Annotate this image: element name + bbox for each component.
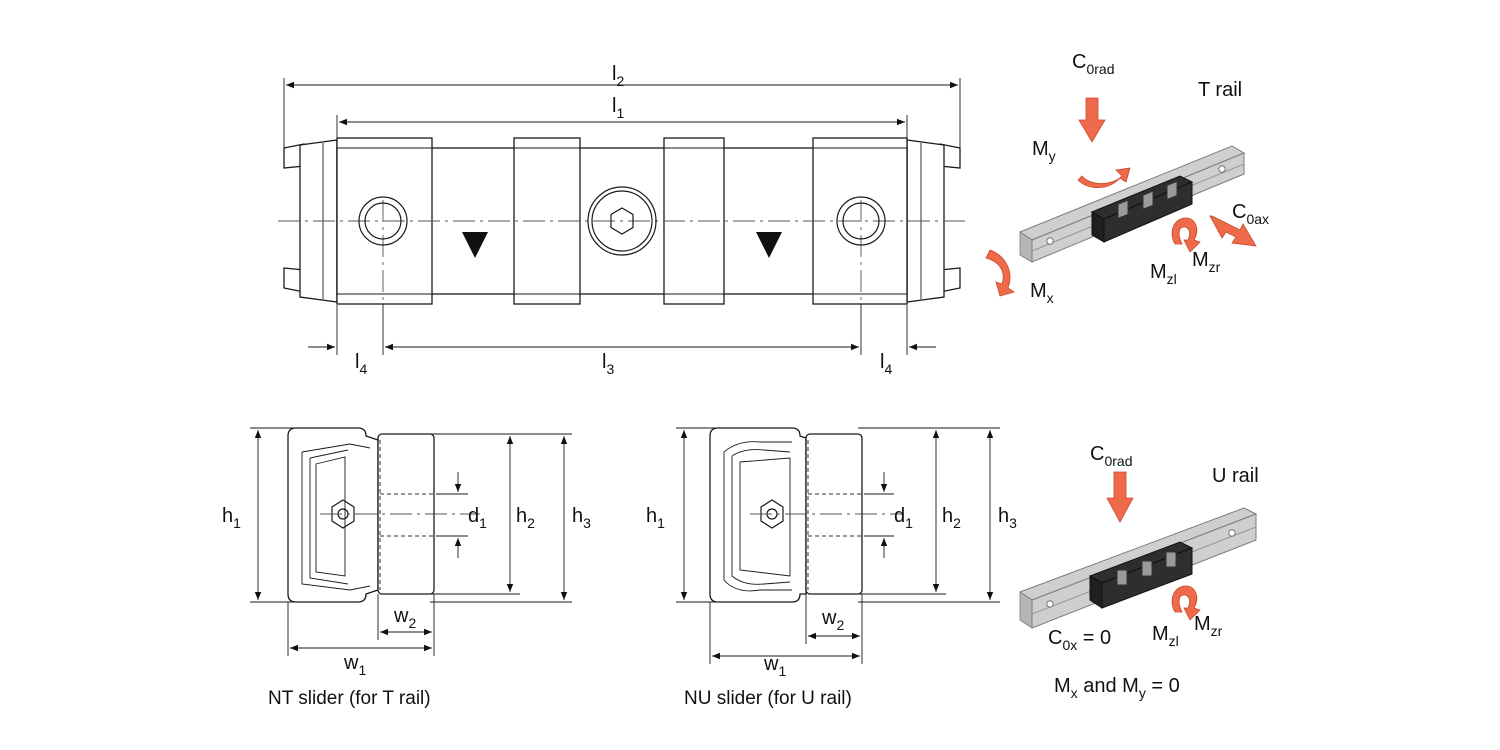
nu-h2-label: h2 xyxy=(942,505,961,531)
dim-l4-right-label: l4 xyxy=(880,351,892,377)
t-rail-load-diagram: C0rad T rail My C0ax Mx Mzl Mzr xyxy=(985,51,1269,306)
dim-l3-label: l3 xyxy=(602,351,614,377)
nt-h2-label: h2 xyxy=(516,505,535,531)
nu-w1-label: w1 xyxy=(763,653,786,679)
nt-w2-label: w2 xyxy=(393,605,416,631)
slider-top-view: l2 l1 l3 l4 l4 xyxy=(278,63,970,377)
u-mzr-label: Mzr xyxy=(1194,613,1223,639)
t-c0rad-label: C0rad xyxy=(1072,51,1114,77)
u-mzl-label: Mzl xyxy=(1152,623,1179,649)
nt-h3-label: h3 xyxy=(572,505,591,531)
u-c0rad-label: C0rad xyxy=(1090,443,1132,469)
t-rail-title: T rail xyxy=(1198,79,1242,101)
u-c0x-label: C0x = 0 xyxy=(1048,627,1111,653)
nt-w1-label: w1 xyxy=(343,652,366,678)
nt-slider-caption: NT slider (for T rail) xyxy=(268,688,431,709)
t-mzr-label: Mzr xyxy=(1192,249,1221,275)
dim-l1-label: l1 xyxy=(612,95,624,121)
nu-slider-caption: NU slider (for U rail) xyxy=(684,688,852,709)
u-rail-load-diagram: C0rad U rail C0x = 0 Mzl Mzr Mx and My =… xyxy=(1018,443,1259,701)
nu-h3-label: h3 xyxy=(998,505,1017,531)
u-rail-title: U rail xyxy=(1212,465,1259,487)
t-mzl-label: Mzl xyxy=(1150,261,1177,287)
nt-slider-section: h1 h2 h3 d1 w2 w1 NT slider (for T rail) xyxy=(222,427,591,709)
t-c0ax-label: C0ax xyxy=(1232,201,1269,227)
dim-l2-label: l2 xyxy=(612,63,624,89)
dim-l4-left-label: l4 xyxy=(355,351,367,377)
nt-h1-label: h1 xyxy=(222,505,241,531)
t-my-label: My xyxy=(1032,138,1056,164)
nu-d1-label: d1 xyxy=(894,505,913,531)
nt-d1-label: d1 xyxy=(468,505,487,531)
nu-h1-label: h1 xyxy=(646,505,665,531)
u-moment-note: Mx and My = 0 xyxy=(1054,675,1180,701)
nu-slider-section: h1 h2 h3 d1 w2 w1 NU slider (for U rail) xyxy=(646,427,1017,709)
t-mx-label: Mx xyxy=(1030,280,1054,306)
nu-w2-label: w2 xyxy=(821,607,844,633)
